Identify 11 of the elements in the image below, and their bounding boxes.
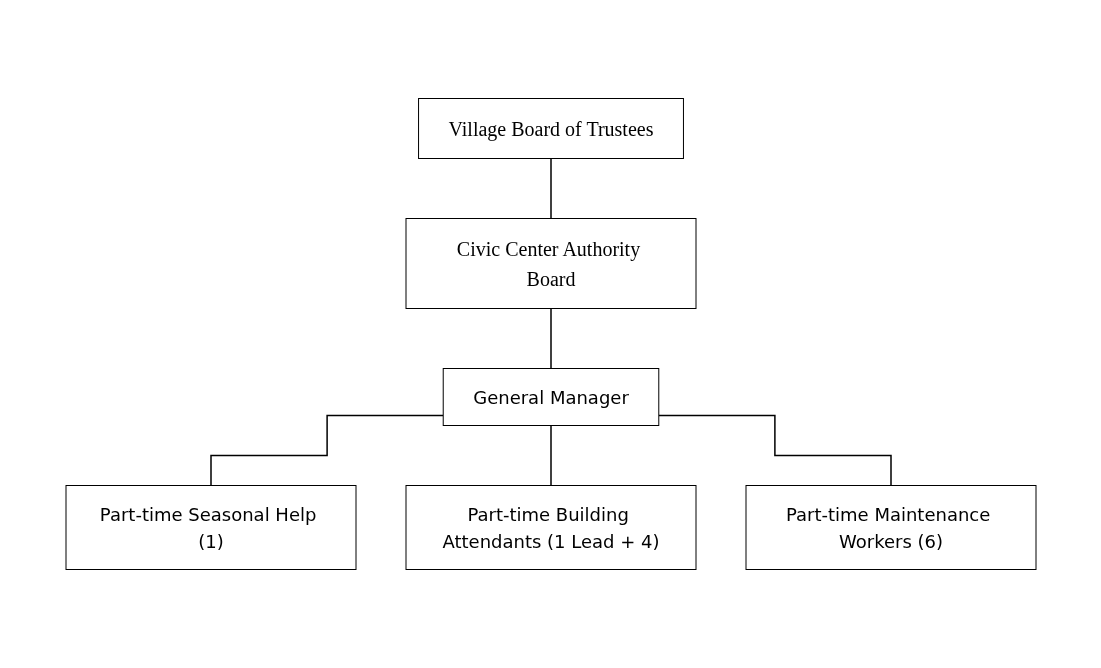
- connector: [549, 157, 552, 220]
- node-box: Part-time Maintenance Workers (6): [745, 485, 1036, 570]
- node-box: Part-time Seasonal Help (1): [65, 485, 356, 570]
- node-box: General Manager: [442, 368, 659, 426]
- node-box: Part-time Building Attendants (1 Lead + 4): [405, 485, 696, 570]
- connector: [209, 414, 444, 487]
- connector: [549, 307, 552, 370]
- connector: [549, 424, 552, 487]
- connector: [657, 414, 892, 487]
- node-box: Village Board of Trustees: [417, 98, 684, 159]
- node-box: Civic Center Authority Board: [405, 218, 696, 309]
